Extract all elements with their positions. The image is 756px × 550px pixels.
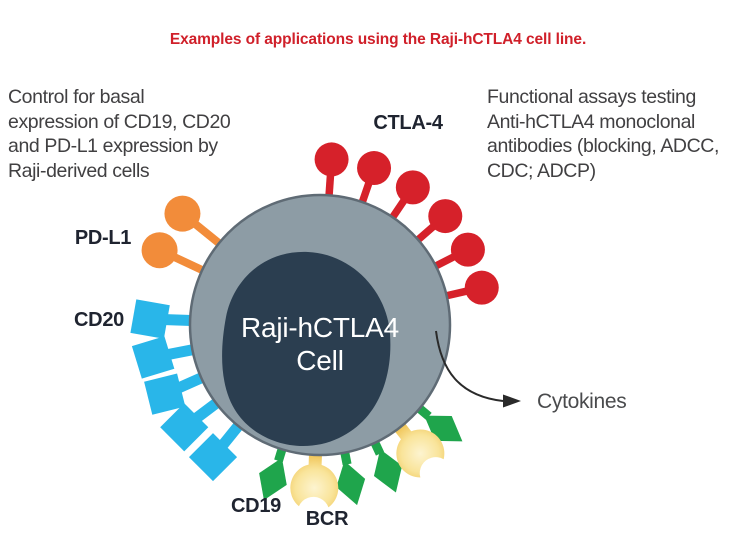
ctla4-receptor-head — [428, 199, 463, 234]
pdl1-label: PD-L1 — [74, 227, 132, 249]
pdl1-receptor-head — [141, 232, 178, 269]
right-note-line: Functional assays testing — [487, 86, 696, 108]
right-note: Functional assays testing Anti-hCTLA4 mo… — [487, 85, 755, 183]
cell-name-line1: Raji-hCTLA4 — [240, 312, 400, 343]
ctla4-receptor-head — [314, 142, 349, 177]
arrowhead-icon — [503, 394, 521, 408]
ctla4-receptor-head — [357, 151, 392, 186]
right-note-line: Anti-hCTLA4 monoclonal — [487, 110, 695, 133]
cytokines-label: Cytokines — [537, 390, 627, 413]
cd20-label: CD20 — [74, 309, 124, 331]
right-note-line: antibodies (blocking, ADCC, — [487, 135, 719, 157]
cell-name-line2: Cell — [296, 345, 344, 376]
cytokines-arrow — [435, 330, 521, 408]
cell-nucleus — [222, 251, 391, 447]
left-note-line: Control for basal — [8, 86, 145, 108]
pdl1-receptor-head — [164, 195, 201, 232]
figure-title: Examples of applications using the Raji-… — [169, 31, 587, 48]
left-note: Control for basal expression of CD19, CD… — [8, 85, 298, 183]
right-note-line: CDC; ADCP) — [487, 159, 596, 182]
ctla4-receptor-head — [464, 270, 499, 305]
cd19-label: CD19 — [231, 495, 281, 517]
ctla4-label: CTLA-4 — [373, 112, 443, 134]
ctla4-receptor-head — [395, 170, 430, 205]
left-note-line: expression of CD19, CD20 — [8, 110, 231, 133]
bcr-label: BCR — [305, 508, 349, 530]
left-note-line: and PD-L1 expression by — [8, 135, 218, 157]
left-note-line: Raji-derived cells — [8, 159, 150, 182]
ctla4-receptor-head — [450, 232, 485, 267]
cell-name-text: Raji-hCTLA4 Cell — [220, 311, 420, 377]
